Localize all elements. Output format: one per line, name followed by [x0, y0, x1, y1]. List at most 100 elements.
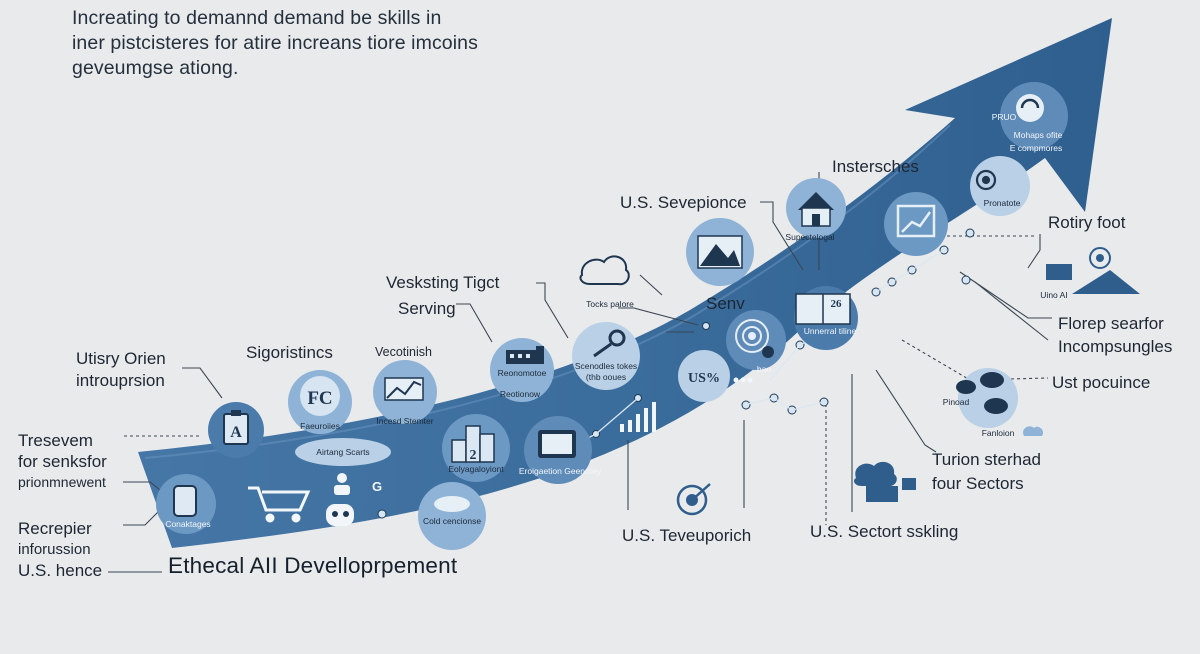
- headline-line-3: geveumgse ationg.: [72, 57, 239, 79]
- cloud-icon: [579, 255, 630, 286]
- bar-chart-icon: [620, 402, 656, 432]
- recrepier-line-3: U.S. hence: [18, 561, 103, 580]
- reonomotoe-node[interactable]: Reonomotoe: [490, 338, 554, 402]
- instersches-label: Instersches: [832, 157, 919, 176]
- eroigaetion-caption: Eroigaetion Geenntey: [519, 466, 602, 476]
- dart-target-node[interactable]: [676, 483, 711, 516]
- target-node[interactable]: [726, 310, 786, 370]
- conaktages-node[interactable]: Conaktages: [156, 474, 216, 534]
- turion-label: Turion sterhad four Sectors: [932, 448, 1041, 496]
- cold-cencionse-node[interactable]: Cold cencionse: [418, 482, 486, 550]
- scenodles-node[interactable]: Scenodles tokes (thb ooues: [572, 322, 640, 390]
- house-icon: [798, 192, 834, 227]
- florep-line-1: Florep searfor: [1058, 314, 1164, 333]
- footer-title: Ethecal AII Develloprpement: [168, 553, 458, 578]
- robot-icon: [326, 504, 354, 526]
- svg-text:A: A: [230, 424, 242, 441]
- tresevem-line-1: Tresevem: [18, 431, 93, 450]
- eolyagaloyiont-caption: Eolyagaloyiont: [448, 464, 504, 474]
- airtang-scarts-badge[interactable]: Airtang Scarts: [295, 438, 391, 466]
- staircase-chart-icon: [896, 204, 936, 238]
- recycle-node[interactable]: PRUO Mohaps ofite E compmores: [992, 82, 1068, 153]
- factory-icon: [506, 346, 544, 364]
- fanloion-caption: Fanloion: [982, 428, 1015, 438]
- fc-node[interactable]: FC Faeuroiies: [288, 370, 352, 434]
- us-pct-node[interactable]: US%: [678, 350, 730, 402]
- florep-line-2: Incompsungles: [1058, 337, 1173, 356]
- ust-pocuince-label: Ust pocuince: [1052, 373, 1151, 392]
- sigoristincs-label: Sigoristincs: [246, 343, 333, 362]
- unmeral-caption: Unnerral tiline: [804, 326, 857, 336]
- scenodles-caption: Scenodles tokes: [575, 361, 637, 371]
- staircase-node[interactable]: [884, 192, 948, 256]
- rotiry-foot-label: Rotiry foot: [1048, 213, 1126, 232]
- e-compmores-caption: E compmores: [1010, 143, 1062, 153]
- vesksting-line-1: Vesksting Tigct: [386, 273, 500, 292]
- growth-arrow-band: [138, 18, 1112, 548]
- headline-line-1: Increating to demannd demand be skills i…: [72, 7, 442, 29]
- dot-cluster: [733, 377, 753, 383]
- turion-line-2: four Sectors: [932, 474, 1024, 493]
- clipboard-node[interactable]: A: [208, 402, 264, 458]
- recycle-icon: [1016, 94, 1044, 122]
- pruo-caption: PRUO: [992, 112, 1017, 122]
- recrepier-label: Recrepier inforussion U.S. hence: [18, 518, 102, 581]
- buildings-icon: 2: [451, 425, 495, 463]
- pronatote-caption: Pronatote: [984, 198, 1021, 208]
- chat-bubbles-icon: [956, 372, 1008, 414]
- tresevem-line-3: prionmnewent: [18, 474, 106, 490]
- vesksting-label: Vesksting Tigct Serving: [386, 270, 499, 322]
- recrepier-line-2: inforussion: [18, 541, 91, 558]
- vecotinish-label: Vecotinish: [375, 345, 432, 359]
- eolyagaloyiont-node[interactable]: 2 Eolyagaloyiont: [442, 414, 510, 482]
- us-sectort-label: U.S. Sectort sskling: [810, 522, 959, 541]
- faeuroiies-caption: Faeuroiies: [300, 421, 340, 431]
- chat-bubbles-node[interactable]: Pinoad Fanloion: [943, 368, 1044, 438]
- mohaps-caption: Mohaps ofite: [1014, 130, 1063, 140]
- gear-node[interactable]: Pronatote: [970, 156, 1030, 216]
- headline-line-2: iner pistcisteres for atire increans tio…: [72, 32, 478, 54]
- monitor-icon: [538, 430, 576, 458]
- tresevem-label: Tresevem for senksfor prionmnewent: [18, 430, 107, 493]
- cloud-arrow-icon: [854, 461, 916, 502]
- incesd-stemter-caption: Incesd Stemter: [376, 416, 433, 426]
- svg-text:2: 2: [470, 448, 477, 463]
- phone-icon: [173, 485, 197, 517]
- fc-text: FC: [307, 388, 332, 409]
- people-g-text: G: [372, 479, 382, 494]
- reotionow-caption: Reotionow: [500, 389, 541, 399]
- people-icon: [334, 473, 350, 495]
- us-sevepionce-label: U.S. Sevepionce: [620, 193, 747, 212]
- svg-text:US%: US%: [688, 371, 720, 386]
- gear-icon: [975, 169, 997, 191]
- suprectelogal-node[interactable]: Supectelogal: [785, 178, 846, 242]
- utisry-line-1: Utisry Orien: [76, 349, 166, 368]
- small-cloud-icon: [1023, 426, 1044, 436]
- book-node[interactable]: 26 Unnerral tiline: [794, 286, 858, 350]
- book-icon: 26: [795, 293, 851, 325]
- pinoad-caption: Pinoad: [943, 397, 970, 407]
- florep-label: Florep searfor Incompsungles: [1058, 312, 1172, 358]
- headline: Increating to demannd demand be skills i…: [72, 6, 552, 81]
- senv-label: Senv: [706, 294, 745, 313]
- landscape-node[interactable]: [686, 218, 754, 286]
- conaktages-caption: Conaktages: [165, 519, 210, 529]
- uino-ai-graphic: Uino AI: [1040, 247, 1140, 300]
- turion-line-1: Turion sterhad: [932, 450, 1041, 469]
- reonomotoe-caption: Reonomotoe: [498, 368, 547, 378]
- arrow-highlight: [144, 124, 951, 459]
- thb-ooues-caption: (thb ooues: [586, 372, 626, 382]
- vecotinish-node[interactable]: Incesd Stemter: [373, 360, 437, 426]
- suprectelogal-caption: Supectelogal: [785, 232, 834, 242]
- magnifier-icon: [593, 329, 626, 358]
- growth-chart-icon: [384, 377, 424, 401]
- clipboard-icon: A: [223, 410, 249, 445]
- uino-ai-caption: Uino AI: [1040, 290, 1067, 300]
- us-teveuporich-label: U.S. Teveuporich: [622, 526, 752, 545]
- vesksting-line-2: Serving: [398, 299, 456, 318]
- svg-text:Airtang Scarts: Airtang Scarts: [316, 447, 369, 457]
- eroigaetion-node[interactable]: Eroigaetion Geenntey: [519, 416, 602, 484]
- shopping-cart-icon: [248, 486, 311, 523]
- svg-text:26: 26: [831, 298, 843, 310]
